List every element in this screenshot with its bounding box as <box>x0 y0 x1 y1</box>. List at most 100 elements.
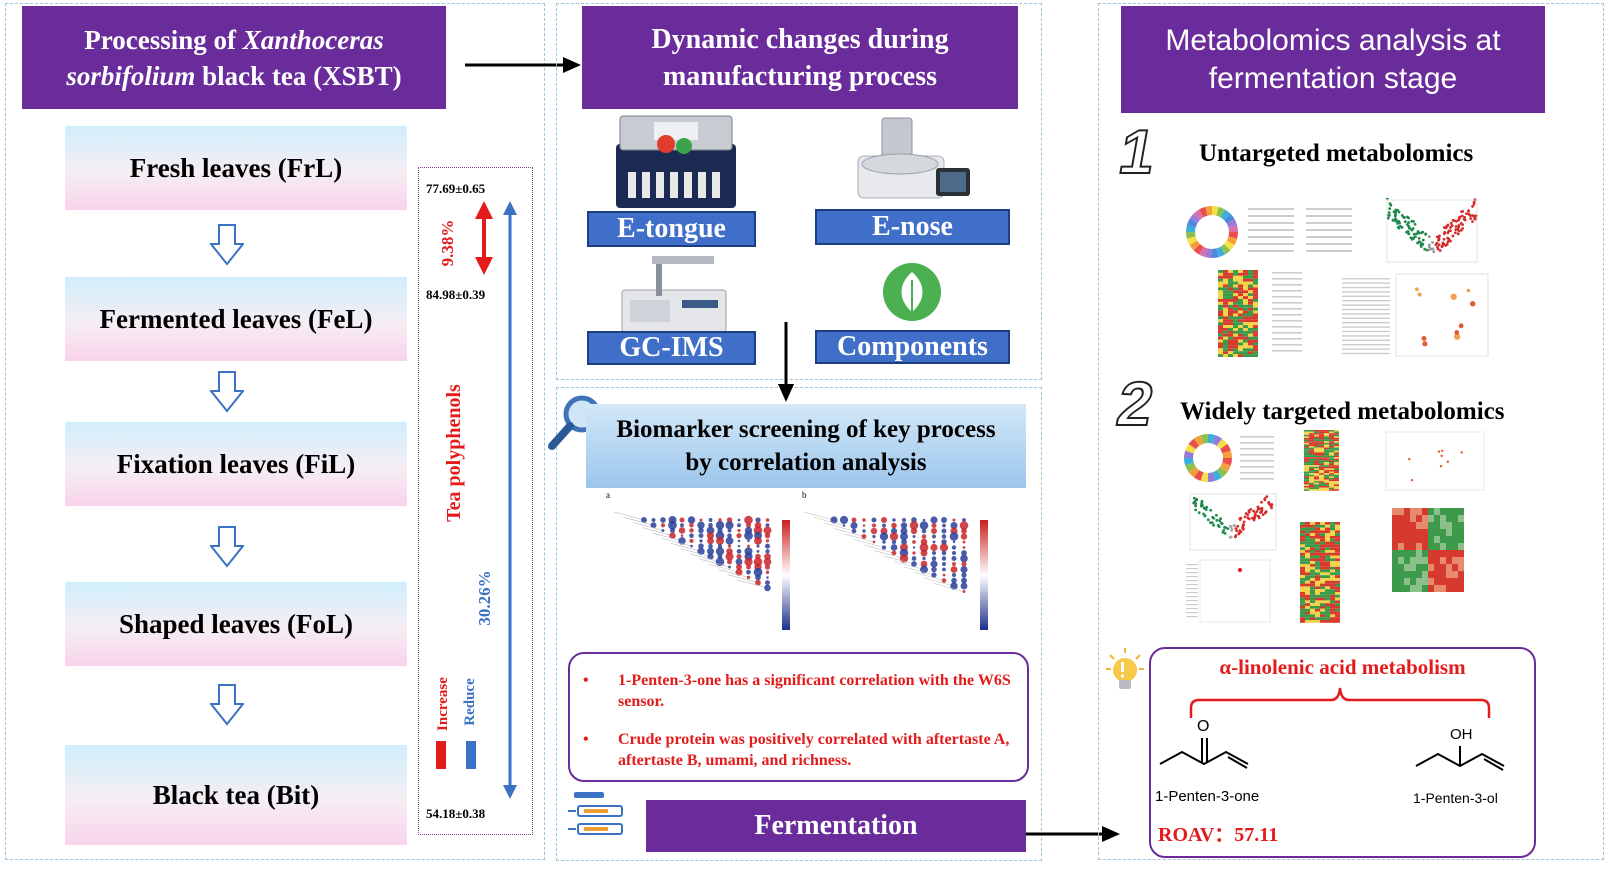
volcano-point <box>1455 219 1458 223</box>
heatmap-cell <box>1218 278 1223 282</box>
heatmap-cell <box>1392 522 1398 529</box>
heatmap-cell <box>1416 585 1422 592</box>
correlation-dot <box>890 527 898 535</box>
heatmap-cell <box>1320 617 1325 620</box>
volcano-point <box>1407 232 1411 236</box>
heatmap-cell <box>1248 284 1253 288</box>
volcano-point <box>1449 226 1452 229</box>
heatmap-cell <box>1330 561 1335 564</box>
heatmap-cell <box>1223 310 1228 314</box>
correlation-dot <box>716 536 724 545</box>
heatmap-cell <box>1218 272 1223 276</box>
plot-frame <box>1385 431 1485 491</box>
heatmap-cell <box>1335 530 1340 534</box>
heatmap-cell <box>1314 441 1319 443</box>
volcano-point <box>1400 213 1404 217</box>
heatmap-cell <box>1310 594 1315 598</box>
heatmap-cell <box>1243 287 1248 291</box>
correlation-dot <box>650 522 657 529</box>
dot-point <box>1466 288 1471 293</box>
heatmap-cell <box>1329 476 1334 478</box>
correlation-dot <box>909 521 919 530</box>
label-line <box>1186 612 1198 614</box>
legend-line <box>1272 308 1302 310</box>
heatmap-cell <box>1248 304 1253 308</box>
heatmap-cell <box>1330 569 1335 573</box>
label-line <box>1186 608 1198 610</box>
heatmap-cell <box>1440 543 1446 550</box>
heatmap-cell <box>1304 468 1309 470</box>
heatmap-cell <box>1319 473 1324 475</box>
heatmap-cell <box>1218 307 1223 311</box>
correlation-dot <box>747 539 750 543</box>
heatmap-cell <box>1315 580 1320 584</box>
heatmap-cell <box>1314 446 1319 448</box>
heatmap-cell <box>1315 538 1320 542</box>
correlation-dot <box>744 515 753 525</box>
heatmap-cell <box>1325 606 1330 609</box>
correlation-dot <box>763 557 772 566</box>
heatmap-cell <box>1334 471 1339 474</box>
heatmap-cell <box>1330 600 1335 604</box>
donut-segment <box>1205 206 1212 216</box>
heatmap-cell <box>1404 557 1410 564</box>
correlation-dot <box>830 516 838 524</box>
heatmap-cell <box>1304 455 1309 458</box>
heatmap-cell <box>1452 564 1458 571</box>
heatmap-cell <box>1248 342 1253 346</box>
correlation-dot <box>950 521 958 530</box>
heatmap-cell <box>1452 515 1458 522</box>
heatmap-cell <box>1304 463 1309 466</box>
heatmap-cell <box>1218 342 1223 346</box>
correlation-dot <box>744 531 753 541</box>
heatmap-cell <box>1324 439 1329 442</box>
heatmap-cell <box>1310 583 1315 587</box>
heatmap-cell <box>1330 620 1335 623</box>
heatmap-cell <box>1452 571 1458 578</box>
heatmap-cell <box>1334 436 1339 438</box>
correlation-dot <box>882 540 886 544</box>
volcano-point <box>1194 504 1197 508</box>
correlation-dot <box>930 527 938 535</box>
legend-line <box>1240 472 1274 474</box>
heatmap-cell <box>1315 614 1320 618</box>
heatmap-cell <box>1304 486 1309 488</box>
heatmap-cell <box>1310 586 1315 590</box>
heatmap-cell <box>1304 482 1309 485</box>
heatmap-cell <box>1335 552 1340 556</box>
heatmap-cell <box>1329 473 1334 475</box>
donut-segment <box>1200 434 1208 444</box>
correlation-dot <box>862 524 866 527</box>
heatmap-cell <box>1238 304 1243 308</box>
heatmap-cell <box>1243 304 1248 308</box>
heatmap-cell <box>1335 555 1340 559</box>
heatmap-cell <box>1404 536 1410 543</box>
heatmap-cell <box>1320 536 1325 539</box>
heatmap-cell <box>1320 541 1325 545</box>
volcano-point <box>1256 505 1260 509</box>
correlation-dot <box>961 550 967 556</box>
heatmap-cell <box>1319 489 1324 491</box>
correlation-dot <box>764 543 771 549</box>
heatmap-cell <box>1315 611 1320 615</box>
heatmap-cell <box>1304 442 1309 445</box>
heatmap-cell <box>1440 529 1446 536</box>
heatmap-cell <box>1324 466 1329 469</box>
volcano-point <box>1253 512 1257 516</box>
heatmap-cell <box>1300 611 1305 615</box>
heatmap-cell <box>1329 486 1334 488</box>
correlation-dot <box>715 557 725 567</box>
heatmap-cell <box>1319 454 1324 456</box>
heatmap-cell <box>1410 550 1416 557</box>
correlation-dot <box>689 533 694 539</box>
heatmap-cell <box>1223 319 1228 323</box>
heatmap-cell <box>1319 433 1324 435</box>
volcano-point <box>1261 513 1265 516</box>
heatmap-cell <box>1238 333 1243 337</box>
heatmap-cell <box>1416 543 1422 550</box>
left-panel-title: Processing of Xanthoceras sorbifolium bl… <box>22 6 446 109</box>
volcano-point <box>1472 200 1476 204</box>
heatmap-cell <box>1319 450 1324 453</box>
heatmap-cell <box>1392 515 1398 522</box>
heatmap-cell <box>1320 592 1325 595</box>
